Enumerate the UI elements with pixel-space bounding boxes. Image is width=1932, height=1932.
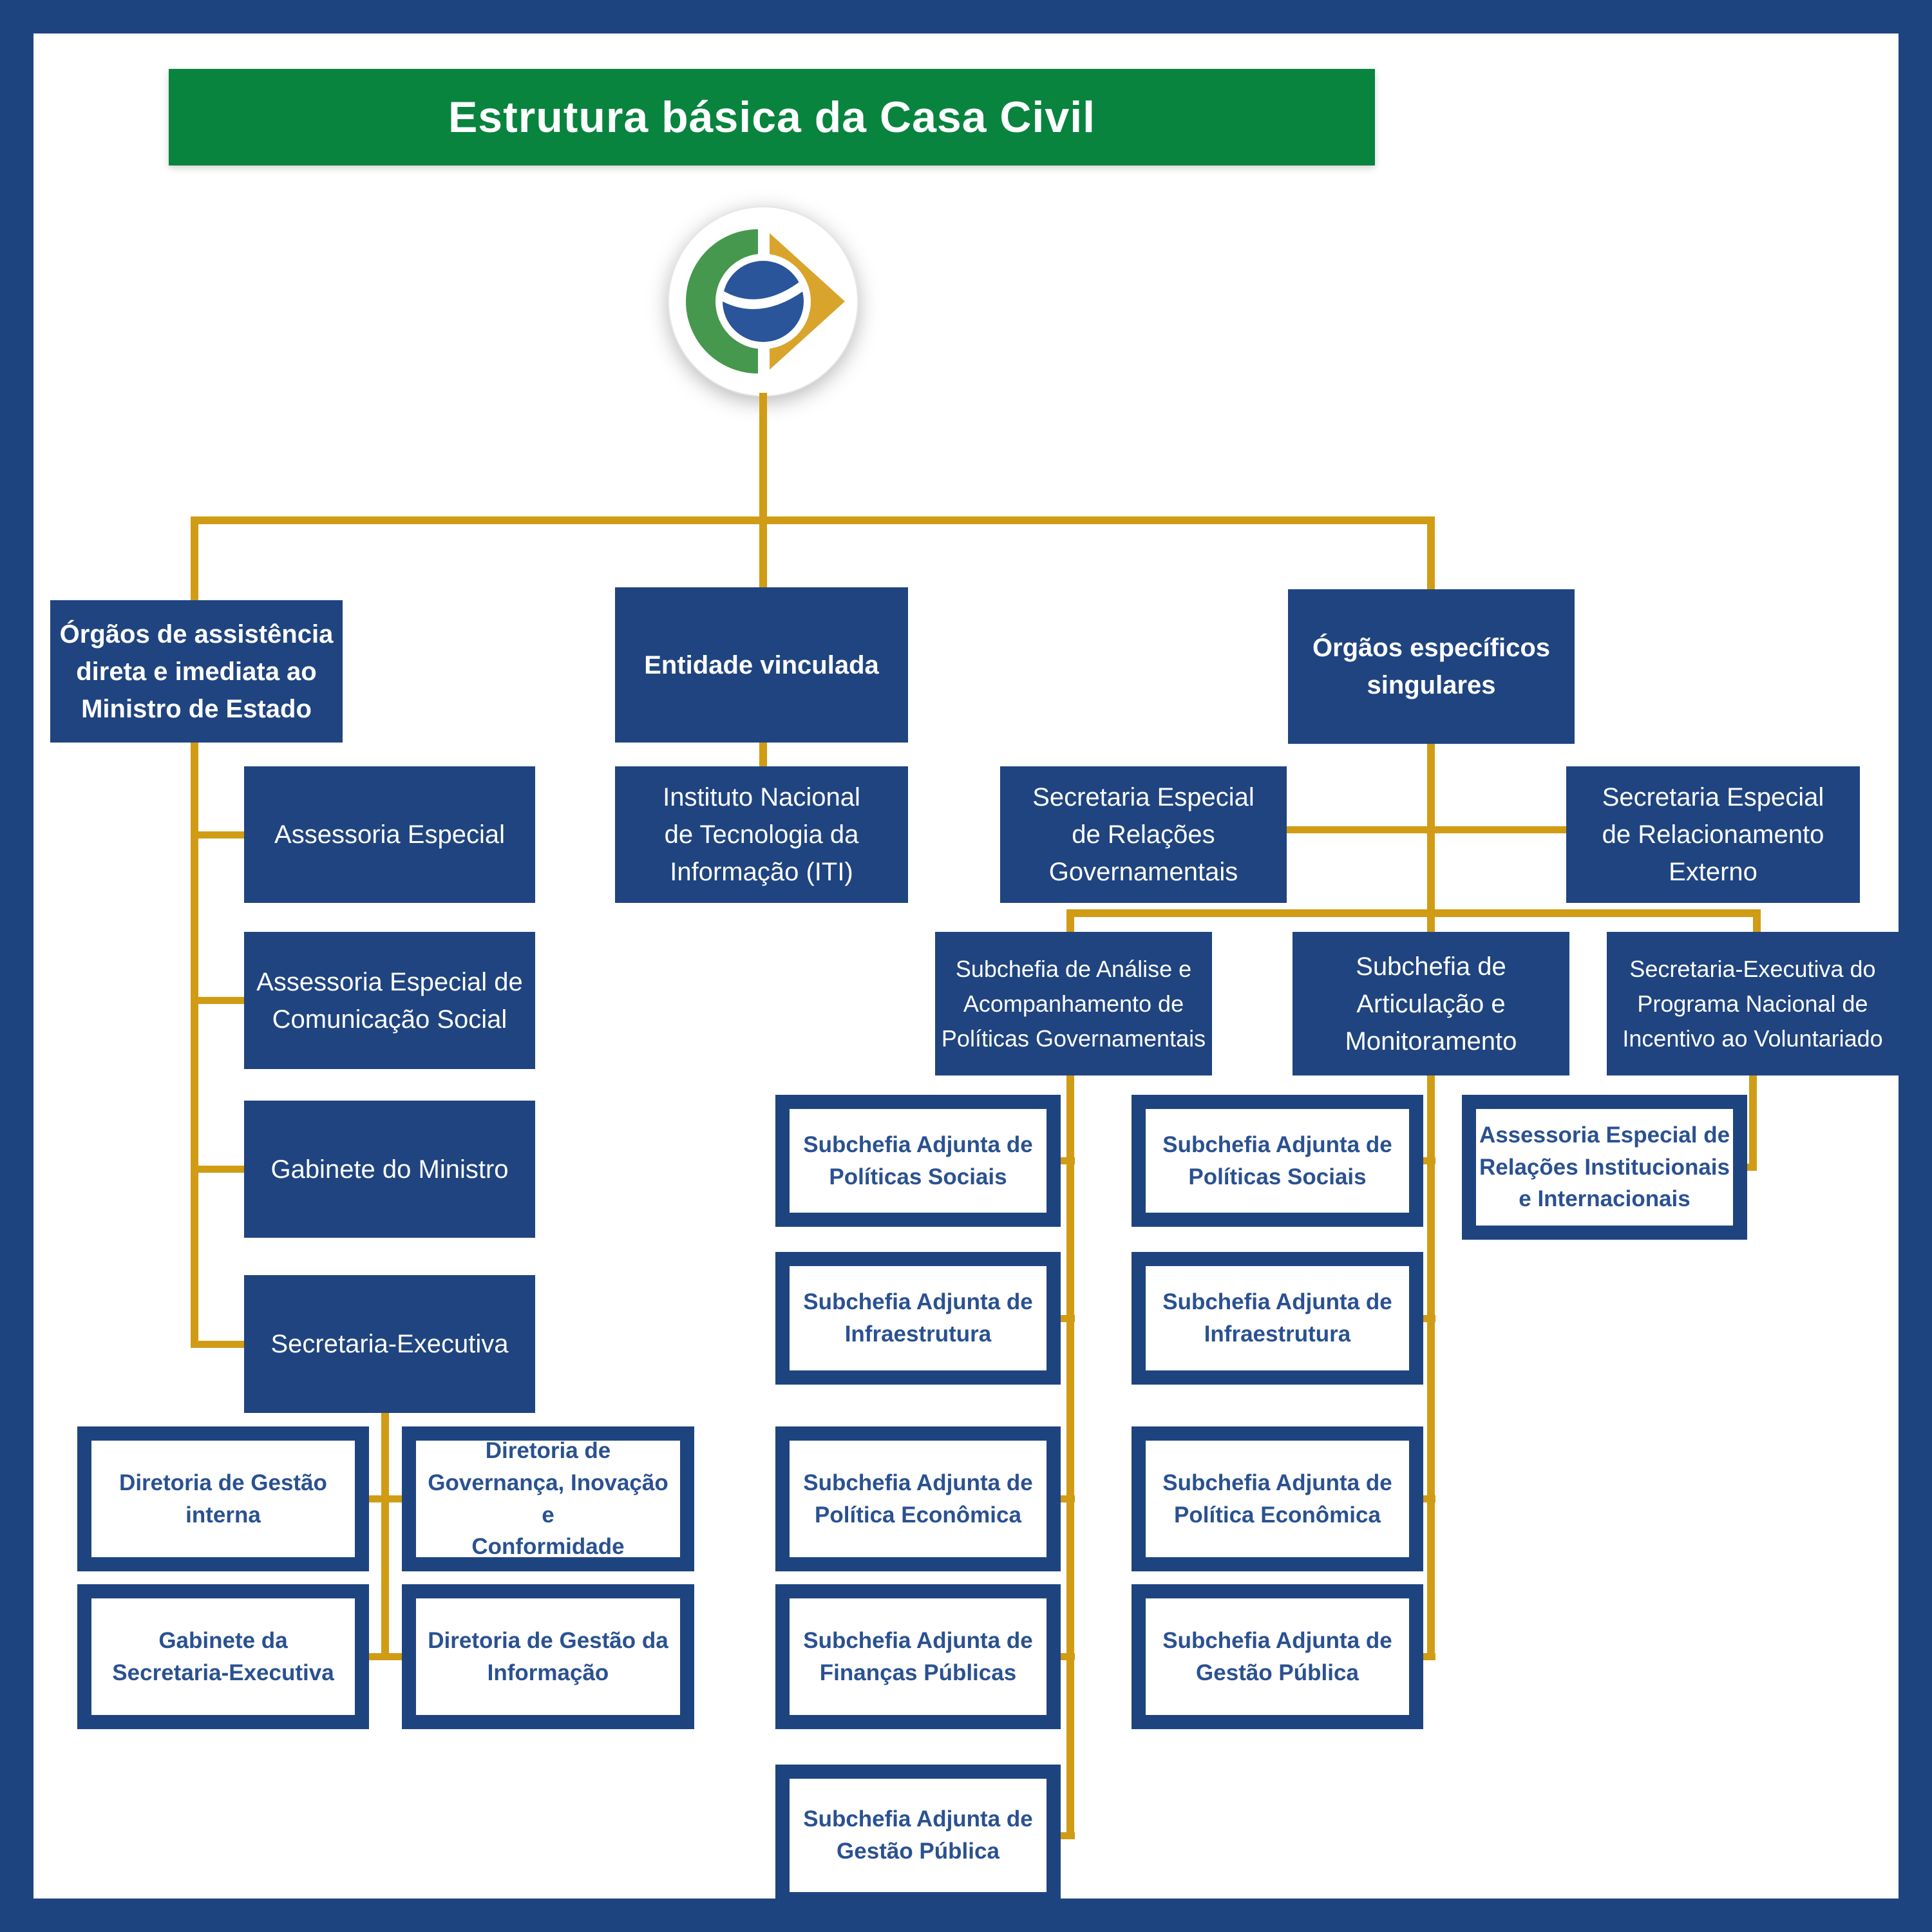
connector-mid-rail xyxy=(1066,909,1761,917)
connector-stub xyxy=(191,997,249,1004)
node-diretoria-gestao-informacao: Diretoria de Gestão da Informação xyxy=(402,1584,694,1729)
connector-right-trunk xyxy=(1427,741,1435,935)
connector-elbow xyxy=(1753,909,1761,935)
connector-secretarias-rail xyxy=(1285,826,1568,833)
node-gabinete-secretaria-executiva: Gabinete da Secretaria-Executiva xyxy=(77,1584,369,1729)
node-sec-exec-voluntariado: Secretaria-Executiva do Programa Naciona… xyxy=(1607,932,1899,1075)
connector-elbow xyxy=(1066,909,1074,935)
connector-top-rail xyxy=(191,516,1435,524)
node-assessoria-especial: Assessoria Especial xyxy=(244,766,535,903)
node-assessoria-comunicacao: Assessoria Especial de Comunicação Socia… xyxy=(244,932,535,1069)
node-adj-infraestrutura-1: Subchefia Adjunta de Infraestrutura xyxy=(775,1252,1061,1385)
brazil-flag-logo xyxy=(668,206,858,397)
connector-stub xyxy=(191,1166,249,1173)
connector-stub xyxy=(1046,1315,1075,1322)
connector-stub xyxy=(191,1341,249,1348)
connector-stub xyxy=(364,1653,406,1660)
node-sec-relacoes-governamentais: Secretaria Especial de Relações Governam… xyxy=(1000,766,1287,903)
connector-midcol-trunk xyxy=(1066,1074,1074,1839)
connector-entidade-iti xyxy=(759,741,767,770)
connector-drop-center xyxy=(759,516,767,591)
connector-voluntariado-drop xyxy=(1749,1074,1757,1171)
node-adj-politica-economica-2: Subchefia Adjunta de Política Econômica xyxy=(1132,1426,1423,1571)
node-subchefia-analise: Subchefia de Análise e Acompanhamento de… xyxy=(935,932,1212,1075)
node-assessoria-relacoes-institucionais: Assessoria Especial de Relações Instituc… xyxy=(1462,1095,1747,1240)
page-title: Estrutura básica da Casa Civil xyxy=(448,93,1096,142)
title-banner: Estrutura básica da Casa Civil xyxy=(169,69,1375,166)
node-entidade-vinculada: Entidade vinculada xyxy=(615,587,908,743)
connector-stub xyxy=(364,1495,406,1502)
node-orgaos-assistencia: Órgãos de assistência direta e imediata … xyxy=(50,600,343,743)
node-orgaos-especificos: Órgãos específicos singulares xyxy=(1288,589,1575,744)
node-adj-politicas-sociais-2: Subchefia Adjunta de Políticas Sociais xyxy=(1132,1095,1423,1227)
connector-logo-drop xyxy=(759,393,767,522)
node-sec-relacionamento-externo: Secretaria Especial de Relacionamento Ex… xyxy=(1566,766,1860,903)
connector-drop-left xyxy=(191,516,198,603)
node-adj-gestao-publica-1: Subchefia Adjunta de Gestão Pública xyxy=(775,1765,1061,1906)
node-diretoria-gestao-interna: Diretoria de Gestão interna xyxy=(77,1426,369,1571)
node-iti: Instituto Nacional de Tecnologia da Info… xyxy=(615,766,908,903)
connector-drop-right xyxy=(1427,516,1435,607)
connector-stub xyxy=(191,831,249,838)
node-adj-politica-economica-1: Subchefia Adjunta de Política Econômica xyxy=(775,1426,1061,1571)
node-adj-politicas-sociais-1: Subchefia Adjunta de Políticas Sociais xyxy=(775,1095,1061,1227)
node-adj-gestao-publica-2: Subchefia Adjunta de Gestão Pública xyxy=(1132,1584,1423,1729)
connector-stub xyxy=(1046,1495,1075,1502)
connector-rightcol-trunk xyxy=(1427,1074,1435,1660)
node-adj-infraestrutura-2: Subchefia Adjunta de Infraestrutura xyxy=(1132,1252,1423,1385)
connector-stub xyxy=(1046,1157,1075,1164)
node-secretaria-executiva: Secretaria-Executiva xyxy=(244,1275,535,1413)
node-gabinete-ministro: Gabinete do Ministro xyxy=(244,1101,535,1238)
connector-secexec-drop xyxy=(381,1413,389,1660)
connector-left-trunk xyxy=(191,741,198,1348)
connector-stub xyxy=(1046,1653,1075,1660)
node-diretoria-governanca: Diretoria de Governança, Inovação e Conf… xyxy=(402,1426,694,1571)
node-subchefia-articulacao: Subchefia de Articulação e Monitoramento xyxy=(1293,932,1569,1075)
node-adj-financas-publicas: Subchefia Adjunta de Finanças Públicas xyxy=(775,1584,1061,1729)
logo-globe-band xyxy=(723,279,804,309)
connector-stub xyxy=(1046,1832,1075,1839)
